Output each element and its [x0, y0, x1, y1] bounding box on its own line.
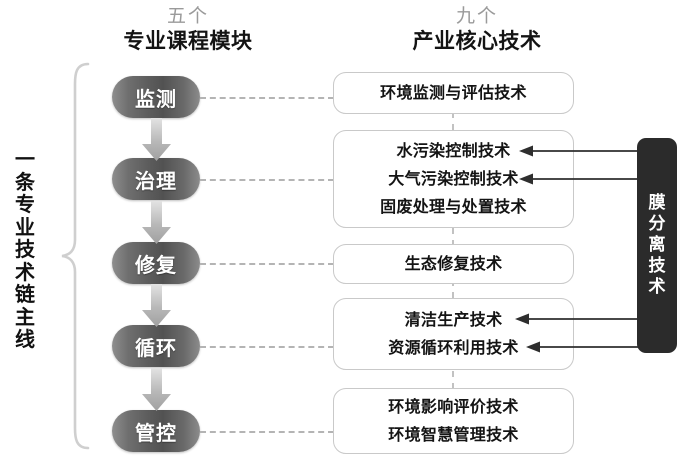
- left-header-title: 专业课程模块: [123, 29, 253, 53]
- chain-label: 一 条 专 业 技 术 链 主 线: [8, 148, 42, 351]
- chain-label-char: 技: [15, 237, 35, 261]
- chain-label-char: 业: [15, 214, 35, 239]
- right-header-count: 九个: [455, 5, 498, 27]
- tech-card-line: 固废处理与处置技术: [380, 197, 527, 216]
- membrane-label-char: 分: [648, 214, 666, 234]
- tech-card-line: 清洁生产技术: [404, 310, 503, 329]
- membrane-technology-box[interactable]: 膜 分 离 技 术: [637, 138, 677, 353]
- module-pill-guankong[interactable]: 管控: [112, 410, 200, 452]
- card-connector-2: [452, 228, 454, 246]
- card-connector-1: [452, 112, 454, 130]
- flow-arrow-down-icon: [142, 368, 171, 411]
- membrane-arrow-to-air-icon: [519, 173, 638, 185]
- connector-dashed-5: [200, 431, 334, 433]
- chain-label-char: 专: [15, 192, 35, 216]
- membrane-arrow-to-water-icon: [519, 145, 638, 157]
- membrane-label-char: 术: [648, 277, 666, 297]
- connector-dashed-4: [200, 346, 334, 348]
- membrane-label-char: 膜: [648, 193, 666, 213]
- chain-label-char: 主: [15, 304, 35, 329]
- chain-label-char: 线: [15, 327, 35, 351]
- right-column-header: 九个 产业核心技术: [352, 4, 602, 54]
- connector-dashed-3: [200, 263, 334, 265]
- card-connector-3: [452, 280, 454, 298]
- module-pill-label: 监测: [135, 86, 177, 111]
- flow-arrow-down-icon: [142, 201, 171, 244]
- tech-card-recycling[interactable]: 清洁生产技术 资源循环利用技术: [333, 298, 574, 370]
- tech-card-line: 环境影响评价技术: [388, 397, 519, 416]
- card-connector-4: [452, 371, 454, 389]
- connector-dashed-1: [200, 97, 334, 99]
- module-pill-label: 治理: [135, 168, 177, 193]
- curly-brace-icon: [61, 62, 90, 450]
- left-header-count: 五个: [166, 5, 209, 27]
- flow-arrow-down-icon: [142, 118, 171, 161]
- chain-label-char: 术: [15, 259, 35, 284]
- chain-label-char: 链: [15, 282, 35, 306]
- membrane-label-char: 离: [648, 235, 666, 255]
- module-pill-label: 修复: [135, 252, 177, 277]
- tech-card-line: 环境监测与评估技术: [380, 83, 527, 102]
- tech-card-restoration[interactable]: 生态修复技术: [333, 244, 574, 284]
- membrane-arrow-to-cleanprod-icon: [515, 313, 638, 325]
- module-pill-label: 管控: [135, 420, 177, 445]
- module-pill-label: 循环: [135, 335, 177, 360]
- tech-card-line: 资源循环利用技术: [388, 338, 519, 357]
- chain-label-char: 一: [15, 147, 35, 171]
- left-column-header: 五个 专业课程模块: [88, 4, 288, 54]
- tech-card-line: 大气污染控制技术: [388, 169, 519, 188]
- right-header-title: 产业核心技术: [412, 29, 542, 53]
- module-pill-jiance[interactable]: 监测: [112, 76, 200, 118]
- membrane-arrow-to-resource-icon: [526, 341, 638, 353]
- tech-card-monitoring[interactable]: 环境监测与评估技术: [333, 72, 574, 114]
- module-pill-xiufu[interactable]: 修复: [112, 242, 200, 284]
- membrane-label: 膜 分 离 技 术: [649, 193, 666, 298]
- tech-card-management[interactable]: 环境影响评价技术 环境智慧管理技术: [333, 388, 574, 454]
- membrane-label-char: 技: [648, 256, 666, 276]
- tech-card-line: 环境智慧管理技术: [388, 425, 519, 444]
- flow-arrow-down-icon: [142, 284, 171, 327]
- tech-card-line: 水污染控制技术: [396, 141, 511, 160]
- chain-label-char: 条: [15, 169, 35, 194]
- module-pill-zhili[interactable]: 治理: [112, 158, 200, 200]
- tech-card-line: 生态修复技术: [404, 254, 503, 273]
- connector-dashed-2: [200, 179, 334, 181]
- module-pill-xunhuan[interactable]: 循环: [112, 325, 200, 367]
